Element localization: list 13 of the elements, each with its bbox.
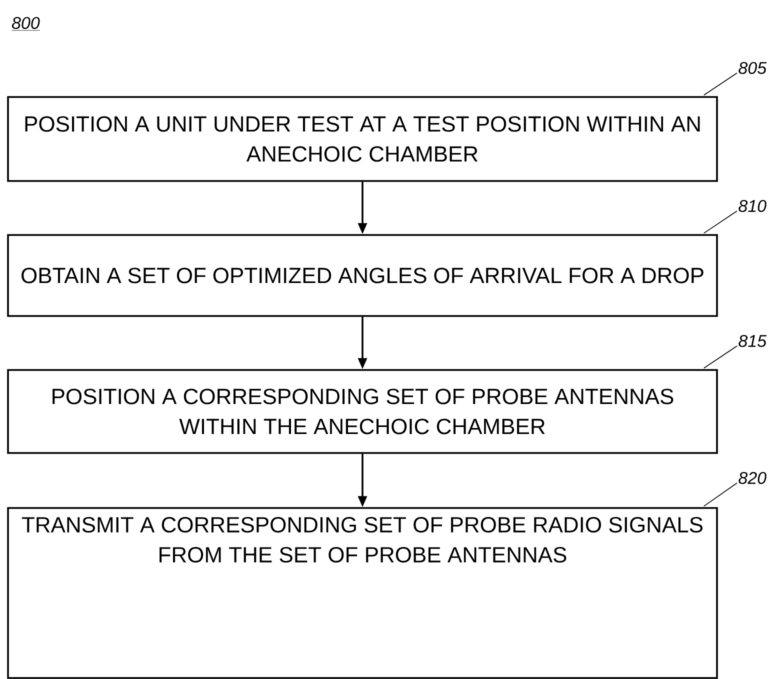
reference-number: 810	[738, 200, 766, 212]
leader-line	[703, 72, 738, 96]
process-box: TRANSMIT A CORRESPONDING SET OF PROBE RADIO SIGNALS FROM THE SET OF PROBE ANTENNAS	[7, 507, 718, 679]
leader-line	[703, 482, 738, 507]
process-box: POSITION A CORRESPONDING SET OF PROBE ANTENNAS WITHIN THE ANECHOIC CHAMBER	[7, 369, 718, 454]
process-box: POSITION A UNIT UNDER TEST AT A TEST POSITION WITHIN AN ANECHOIC CHAMBER	[7, 96, 718, 182]
reference-number: 820	[738, 472, 766, 484]
process-box: OBTAIN A SET OF OPTIMIZED ANGLES OF ARRIVAL FOR A DROP	[7, 234, 718, 317]
leader-line	[703, 210, 738, 234]
reference-number: 815	[738, 334, 767, 347]
leader-line	[703, 346, 738, 369]
reference-number: 805	[738, 62, 767, 74]
figure-number: 800	[11, 16, 40, 31]
